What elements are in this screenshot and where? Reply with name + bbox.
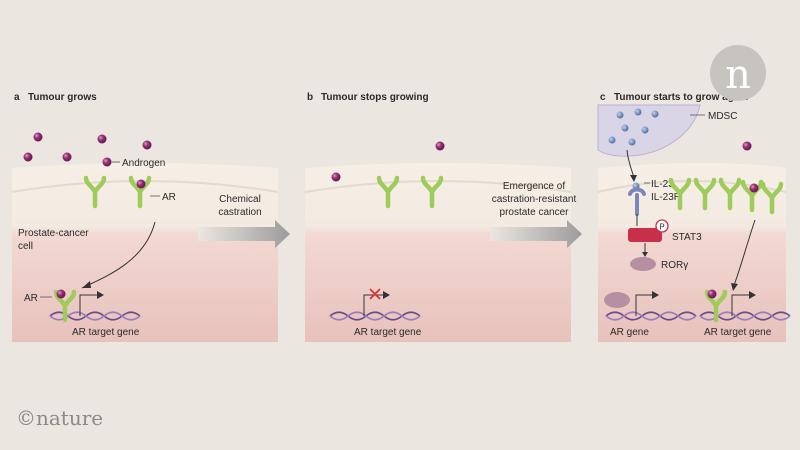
panel-a-target-label: AR target gene [72,327,140,338]
androgen-molecule [33,132,43,142]
phospho-icon [655,219,669,233]
transition-arrow-1: Chemical castration [198,194,290,248]
cell-label-2: cell [18,241,33,252]
panel-c-title: Tumour starts to grow again [614,92,748,103]
rory-shape [630,257,656,271]
panel-c-letter: c [600,92,606,103]
androgen-molecule [102,157,112,167]
androgen-molecule [742,141,752,151]
mdsc-cell [597,104,701,157]
panel-b-target-label: AR target gene [354,327,422,338]
ar-gene-label: AR [24,293,38,304]
transition-arrow-2: Emergence of castration-resistant prosta… [490,181,582,248]
androgen-molecule [331,172,341,182]
ar-label: AR [162,192,176,203]
stat3-box [628,228,662,242]
stat3-label: STAT3 [672,232,702,243]
cell-label: Prostate-cancer [18,228,89,239]
il23-label: IL-23 [651,179,674,190]
il23r-label: IL-23R [651,192,681,203]
panel-b: b Tumour stops growing AR target gene [304,92,572,342]
panel-b-letter: b [307,92,313,103]
bound-androgen [136,179,146,189]
arrow-2-line2: castration-resistant [492,194,577,205]
panel-c: c Tumour starts to grow again MDSC IL-23… [597,92,791,342]
mdsc-label: MDSC [708,111,737,122]
androgen-molecule [435,141,445,151]
panel-b-title: Tumour stops growing [321,92,429,103]
phospho-label: P [659,223,664,232]
androgen-molecule [142,140,152,150]
panel-c-target-label: AR target gene [704,327,772,338]
arrow-2-line1: Emergence of [503,181,565,192]
arrow-2-line3: prostate cancer [500,207,570,218]
arrow-1-line1: Chemical [219,194,261,205]
androgen-label: Androgen [122,158,165,169]
panel-a-cell [12,163,278,342]
androgen-molecule [23,152,33,162]
blocked-icon [369,288,381,300]
panel-a-letter: a [14,92,20,103]
panel-c-cell [598,163,786,342]
androgen-molecule [97,134,107,144]
ar-gene-label-c: AR gene [610,327,649,338]
androgen-molecule [62,152,72,162]
arrow-1-line2: castration [218,207,261,218]
panel-a: a Tumour grows Androgen AR Prostate-canc… [11,92,279,342]
panel-a-title: Tumour grows [28,92,97,103]
nature-logo: n [710,45,766,101]
logo-letter: n [725,52,751,98]
rory-label: RORγ [661,260,688,271]
credit: ©nature [16,406,103,430]
